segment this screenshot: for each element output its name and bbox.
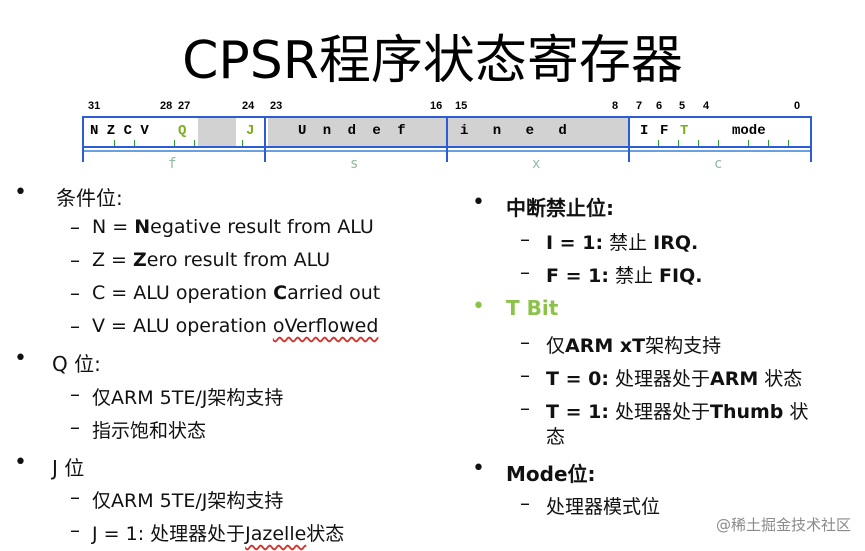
list-item-q2: 指示饱和状态: [92, 420, 207, 442]
bit-number: 7: [636, 100, 643, 112]
undefined-field: [268, 118, 628, 146]
bullet-icon: •: [14, 450, 27, 475]
t-bit: T: [680, 123, 689, 139]
bit-number: 6: [656, 100, 663, 112]
interrupt-disable-heading: 中断禁止位:: [506, 196, 614, 220]
bit-number: 23: [270, 100, 283, 112]
list-item-n: N = Negative result from ALU: [92, 216, 374, 238]
mode-bits-heading: Mode位:: [506, 462, 596, 486]
bit-tick: [658, 140, 659, 146]
bit-tick: [718, 140, 719, 146]
bit-number: 5: [679, 100, 686, 112]
field-bracket-end: [264, 148, 266, 162]
list-item-z: Z = Zero result from ALU: [92, 249, 331, 271]
page-title: CPSR程序状态寄存器: [182, 31, 683, 91]
bullet-icon: •: [14, 180, 27, 205]
list-item-c: C = ALU operation Carried out: [92, 282, 381, 304]
bullet-icon: •: [472, 294, 485, 319]
dash-icon: –: [70, 314, 80, 338]
j-bit-heading: J 位: [52, 456, 85, 480]
dash-icon: –: [70, 518, 80, 542]
field-bracket-end: [446, 148, 448, 162]
field-separator: [446, 118, 448, 146]
bit-number: 15: [455, 100, 468, 112]
dash-icon: –: [70, 281, 80, 305]
bit-number: 0: [794, 100, 801, 112]
q-bit-heading: Q 位:: [52, 352, 101, 376]
reserved-field: [198, 118, 236, 146]
bit-tick: [242, 140, 243, 146]
field-bracket-end: [628, 148, 630, 162]
dash-icon: –: [520, 260, 530, 284]
bit-tick: [768, 140, 769, 146]
bit-tick: [134, 140, 135, 146]
bit-number: 24: [242, 100, 255, 112]
i-bit: I: [640, 123, 649, 139]
dash-icon: –: [520, 363, 530, 387]
list-item-t1-wrap: 态: [546, 426, 566, 448]
bit-number: 28: [160, 100, 173, 112]
list-item-i: I = 1: 禁止 IRQ.: [546, 232, 699, 254]
dash-icon: –: [70, 485, 80, 509]
dash-icon: –: [70, 382, 80, 406]
dash-icon: –: [70, 415, 80, 439]
dash-icon: –: [520, 227, 530, 251]
cpsr-register-diagram: N Z C V Q J U n d e f i n e d I F T mode: [82, 116, 812, 148]
field-separator: [264, 118, 266, 146]
bit-tick: [174, 140, 175, 146]
mode-bits: mode: [732, 123, 766, 139]
f-bit: F: [660, 123, 669, 139]
undef-text: U n d e f: [298, 123, 410, 139]
bit-tick: [698, 140, 699, 146]
bullet-icon: •: [14, 346, 27, 371]
dash-icon: –: [520, 396, 530, 420]
t-bit-heading: T Bit: [506, 296, 559, 320]
bit-number: 27: [178, 100, 191, 112]
bullet-icon: •: [472, 456, 485, 481]
j-bit: J: [246, 123, 255, 139]
field-label-c: c: [714, 156, 723, 172]
field-label-x: x: [532, 156, 541, 172]
ined-text: i n e d: [460, 123, 575, 139]
bit-tick: [114, 140, 115, 146]
list-item-t1: T = 1: 处理器处于Thumb 状: [546, 401, 809, 423]
list-item-mode: 处理器模式位: [546, 496, 661, 518]
field-label-s: s: [350, 156, 359, 172]
bit-tick: [748, 140, 749, 146]
field-separator: [628, 118, 630, 146]
list-item-f: F = 1: 禁止 FIQ.: [546, 265, 703, 287]
watermark: @稀土掘金技术社区: [715, 516, 851, 534]
bit-number: 4: [703, 100, 710, 112]
bit-number: 16: [430, 100, 443, 112]
bit-tick: [788, 140, 789, 146]
dash-icon: –: [70, 215, 80, 239]
list-item-q1: 仅ARM 5TE/J架构支持: [92, 387, 284, 409]
field-bracket-end: [810, 148, 812, 162]
dash-icon: –: [520, 491, 530, 515]
condition-bits-heading: 条件位:: [56, 186, 123, 210]
list-item-t-arch: 仅ARM xT架构支持: [546, 335, 722, 357]
q-bit: Q: [178, 123, 187, 139]
bit-number: 31: [88, 100, 101, 112]
list-item-t0: T = 0: 处理器处于ARM 状态: [546, 368, 803, 390]
list-item-j1: 仅ARM 5TE/J架构支持: [92, 490, 284, 512]
list-item-v: V = ALU operation oVerflowed: [92, 315, 379, 337]
dash-icon: –: [520, 330, 530, 354]
dash-icon: –: [70, 248, 80, 272]
bit-tick: [194, 140, 195, 146]
nzcv-bits: N Z C V: [90, 123, 149, 139]
field-label-f: f: [168, 156, 177, 172]
bit-number: 8: [612, 100, 619, 112]
field-bracket-end: [82, 148, 84, 162]
bit-tick: [678, 140, 679, 146]
list-item-j2: J = 1: 处理器处于Jazelle状态: [92, 523, 345, 545]
bullet-icon: •: [472, 190, 485, 215]
